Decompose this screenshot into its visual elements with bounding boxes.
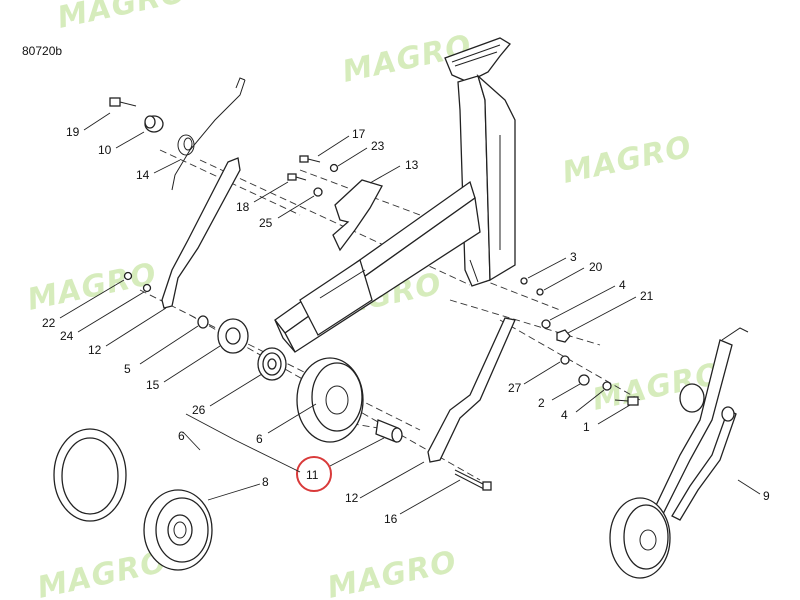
- bolt-part: [109, 97, 137, 107]
- callout-label: 3: [570, 250, 577, 264]
- callout-label: 25: [259, 216, 273, 230]
- callout-label: 9: [763, 489, 770, 503]
- watermark: MAGRO: [559, 129, 695, 191]
- callouts: 19 10 14 17 23 13 18 25 3 20 4 21 22 24 …: [42, 112, 770, 526]
- callout-label: 12: [88, 343, 102, 357]
- highlight-circle: [296, 456, 332, 492]
- callout-label: 26: [192, 403, 206, 417]
- callout-label: 21: [640, 289, 654, 303]
- bolt-part: [454, 469, 492, 491]
- spacer-part: [375, 419, 403, 443]
- spring-part: [171, 77, 246, 191]
- wheel-part: [296, 357, 364, 443]
- callout-label-highlighted: 11: [306, 468, 319, 482]
- watermark: MAGRO: [324, 544, 460, 600]
- callout-label: 4: [619, 278, 626, 292]
- callout-label: 4: [561, 408, 568, 422]
- watermark: MAGRO: [54, 0, 190, 36]
- callout-label: 5: [124, 362, 131, 376]
- diagram-ref: 80720b: [22, 44, 62, 58]
- bracket-part: [332, 179, 383, 252]
- callout-label: 17: [352, 127, 366, 141]
- callout-label: 12: [345, 491, 359, 505]
- callout-label: 13: [405, 158, 419, 172]
- callout-label: 23: [371, 139, 385, 153]
- flange-part: [217, 318, 249, 354]
- hardware-parts: [123, 155, 639, 406]
- rim-part: [143, 489, 213, 571]
- callout-label: 2: [538, 396, 545, 410]
- callout-label: 20: [589, 260, 603, 274]
- watermark: MAGRO: [24, 256, 160, 318]
- washer-part: [197, 315, 209, 329]
- bearing-part: [257, 347, 287, 381]
- callout-label: 10: [98, 143, 112, 157]
- bushing-part: [144, 115, 164, 133]
- main-beam: [274, 180, 481, 353]
- callout-label: 1: [583, 420, 590, 434]
- callout-label: 27: [508, 381, 522, 395]
- arm-part: [427, 317, 516, 463]
- callout-label: 15: [146, 378, 160, 392]
- callout-label: 18: [236, 200, 250, 214]
- callout-label: 24: [60, 329, 74, 343]
- arm-part: [161, 157, 241, 309]
- callout-label: 6: [256, 432, 263, 446]
- tire-part: [53, 428, 127, 522]
- callout-label: 14: [136, 168, 150, 182]
- callout-label: 6: [178, 429, 185, 443]
- callout-label: 19: [66, 125, 80, 139]
- assembly-part: [609, 327, 749, 579]
- callout-label: 22: [42, 316, 56, 330]
- frame-column: [444, 37, 516, 287]
- callout-label: 8: [262, 475, 269, 489]
- callout-label: 16: [384, 512, 398, 526]
